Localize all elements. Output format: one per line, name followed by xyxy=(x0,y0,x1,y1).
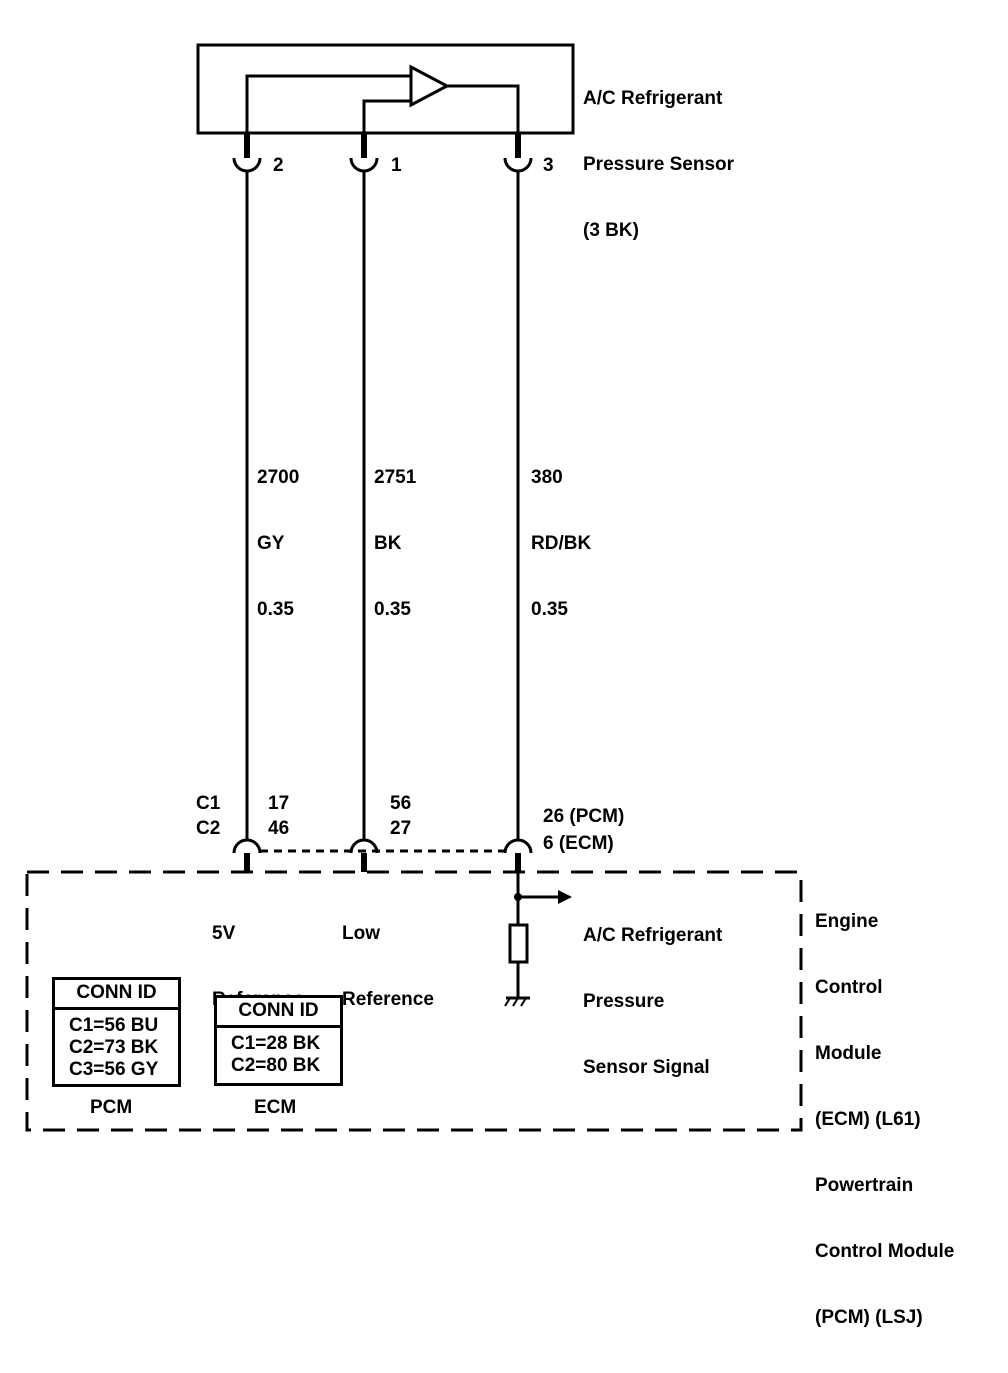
label-line: Sensor Signal xyxy=(583,1057,710,1078)
pin-c1-56: 56 xyxy=(390,793,412,814)
sensor-internal-wire-2 xyxy=(245,74,411,133)
label-sensor-signal: A/C Refrigerant Pressure Sensor Signal xyxy=(583,881,722,1123)
diagram-graphics xyxy=(25,43,803,1132)
module-pin-26-6 xyxy=(503,838,533,872)
wire-color: RD/BK xyxy=(531,533,592,554)
wire-circuit: 2700 xyxy=(257,467,300,488)
sensor-pin-label: 3 xyxy=(543,155,554,176)
sensor-pin-2 xyxy=(232,133,262,173)
label-line: 5V xyxy=(212,923,236,944)
pin-ecm-6: 6 (ECM) xyxy=(543,833,614,854)
module-pin-56-27 xyxy=(349,838,379,872)
conn-id-caption-pcm: PCM xyxy=(90,1097,133,1118)
conn-id-header: CONN ID xyxy=(217,998,340,1028)
connector-c2-label: C2 xyxy=(196,818,221,839)
sensor-title-line: A/C Refrigerant xyxy=(583,88,723,109)
pin-c2-27: 27 xyxy=(390,818,412,839)
conn-id-row: C2=80 BK xyxy=(231,1055,321,1076)
module-title-line: Control Module xyxy=(815,1241,955,1262)
module-title-line: Control xyxy=(815,977,883,998)
wire-size: 0.35 xyxy=(257,599,294,620)
module-title-line: Powertrain xyxy=(815,1175,914,1196)
conn-id-rows: C1=56 BU C2=73 BK C3=56 GY xyxy=(55,1010,178,1081)
label-line: Pressure xyxy=(583,991,665,1012)
module-title: Engine Control Module (ECM) (L61) Powert… xyxy=(815,867,954,1373)
label-line: Reference xyxy=(342,989,434,1010)
sensor-pin-label: 2 xyxy=(273,155,284,176)
sensor-title-line: Pressure Sensor xyxy=(583,154,735,175)
module-boundary xyxy=(25,870,803,1132)
conn-id-row: C2=73 BK xyxy=(69,1037,159,1058)
wire-size: 0.35 xyxy=(374,599,411,620)
sensor-title: A/C Refrigerant Pressure Sensor (3 BK) xyxy=(583,44,734,286)
conn-id-row: C1=56 BU xyxy=(69,1015,159,1036)
module-title-line: (PCM) (LSJ) xyxy=(815,1307,923,1328)
conn-id-header: CONN ID xyxy=(55,980,178,1010)
signal-arrow-head xyxy=(558,890,572,904)
conn-id-table-ecm: CONN ID C1=28 BK C2=80 BK xyxy=(214,995,343,1086)
sensor-pin-3 xyxy=(503,133,533,173)
wire-label-380: 380 RD/BK 0.35 xyxy=(531,423,591,665)
ground-symbol xyxy=(504,996,530,1007)
wire-label-2700: 2700 GY 0.35 xyxy=(257,423,299,665)
label-line: Low xyxy=(342,923,380,944)
wire-circuit: 380 xyxy=(531,467,563,488)
conn-id-row: C1=28 BK xyxy=(231,1033,321,1054)
label-line: A/C Refrigerant xyxy=(583,925,723,946)
conn-id-caption-ecm: ECM xyxy=(254,1097,297,1118)
wire-color: GY xyxy=(257,533,285,554)
sensor-internal-wire-1 xyxy=(362,99,411,133)
pin-c1-17: 17 xyxy=(268,793,290,814)
module-pin-17-46 xyxy=(232,838,262,872)
wire-color: BK xyxy=(374,533,402,554)
wiring-diagram: A/C Refrigerant Pressure Sensor (3 BK) 2… xyxy=(25,43,954,1328)
wire-label-2751: 2751 BK 0.35 xyxy=(374,423,416,665)
amplifier-triangle xyxy=(409,64,451,108)
conn-id-row: C3=56 GY xyxy=(69,1059,159,1080)
module-title-line: Module xyxy=(815,1043,882,1064)
conn-id-table-pcm: CONN ID C1=56 BU C2=73 BK C3=56 GY xyxy=(52,977,181,1087)
sensor-box xyxy=(196,43,575,135)
connector-c1-label: C1 xyxy=(196,793,221,814)
module-title-line: (ECM) (L61) xyxy=(815,1109,921,1130)
module-title-line: Engine xyxy=(815,911,879,932)
sensor-title-line: (3 BK) xyxy=(583,220,639,241)
wire-circuit: 2751 xyxy=(374,467,417,488)
pull-down-resistor xyxy=(508,923,529,964)
conn-id-rows: C1=28 BK C2=80 BK xyxy=(217,1028,340,1077)
wire-size: 0.35 xyxy=(531,599,568,620)
label-low-reference: Low Reference xyxy=(342,879,434,1055)
sensor-internal-wire-3 xyxy=(447,84,520,133)
sensor-pin-1 xyxy=(349,133,379,173)
sensor-pin-label: 1 xyxy=(391,155,402,176)
pin-pcm-26: 26 (PCM) xyxy=(543,806,625,827)
pin-c2-46: 46 xyxy=(268,818,290,839)
